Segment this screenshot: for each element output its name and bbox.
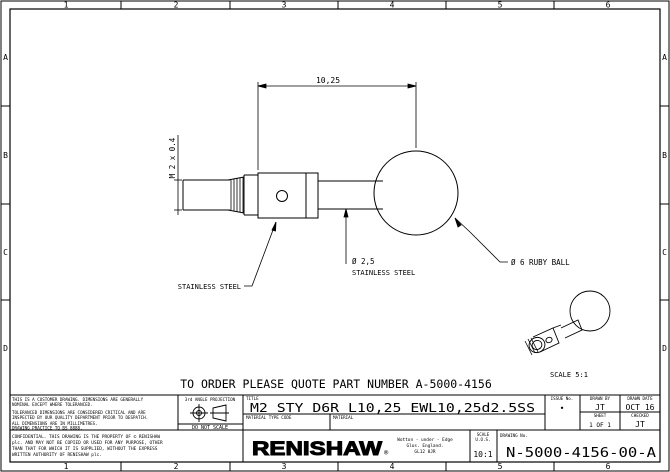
scale-value: 10:1 <box>473 450 492 459</box>
drawn-by-label: DRAWN BY <box>590 396 611 401</box>
col-label-top-2: 2 <box>174 1 179 10</box>
confidential-note-line3: THAN THAT FOR WHICH IT IS SUPPLIED, WITH… <box>12 446 158 452</box>
renishaw-logo: RENISHAW <box>252 439 382 460</box>
drawing-number: N-5000-4156-00-A <box>506 446 656 461</box>
stylus-side-view <box>182 150 459 236</box>
col-label-top-4: 4 <box>390 1 395 10</box>
confidential-note-line1: CONFIDENTIAL. THIS DRAWING IS THE PROPER… <box>12 434 160 440</box>
dimension-lines <box>174 82 508 287</box>
checked-by: JT <box>635 420 645 429</box>
col-label-bottom-6: 6 <box>606 462 611 471</box>
thread-dimension: M 2 x 0.4 <box>168 137 177 178</box>
issue-number-label: ISSUE No. <box>551 396 574 401</box>
ball-note: Ø 6 RUBY BALL <box>511 258 570 267</box>
checked-label: CHECKED <box>631 413 649 418</box>
row-label-left-c: C <box>3 248 8 257</box>
row-label-right-b: B <box>662 151 667 160</box>
row-labels: A B C D A B C D <box>3 53 667 353</box>
col-label-bottom-3: 3 <box>282 462 287 471</box>
issue-number: • <box>560 404 565 413</box>
col-label-top-1: 1 <box>64 1 69 10</box>
col-label-top-5: 5 <box>498 1 503 10</box>
order-note: TO ORDER PLEASE QUOTE PART NUMBER A-5000… <box>180 377 492 391</box>
customer-drawing-note-line1: THIS IS A CUSTOMER DRAWING. DIMENSIONS A… <box>12 397 144 402</box>
registered-mark: ® <box>384 449 389 457</box>
tolerance-note-line1: TOLERANCED DIMENSIONS ARE CONSIDERED CRI… <box>12 410 146 415</box>
row-label-left-b: B <box>3 151 8 160</box>
stem-material-note: STAINLESS STEEL <box>352 269 415 277</box>
col-label-top-3: 3 <box>282 1 287 10</box>
drawn-date: OCT 16 <box>626 403 655 412</box>
title-label: TITLE <box>246 396 259 401</box>
inner-frame <box>9 8 661 463</box>
scale-label-line1: SCALE <box>477 432 490 437</box>
isometric-thread-hatching <box>524 337 539 356</box>
drawing-title: M2 STY D6R L10,25 EWL10,25d2.5SS <box>250 401 535 415</box>
col-label-bottom-2: 2 <box>174 462 179 471</box>
title-block-grid <box>10 394 660 462</box>
units-note-line1: ALL DIMENSIONS ARE IN MILLIMETRES. <box>12 421 98 426</box>
drawn-by: JT <box>595 403 605 412</box>
address-line3: GL12 8JR <box>414 449 436 455</box>
col-label-top-6: 6 <box>606 1 611 10</box>
stylus-isometric-view <box>528 290 611 354</box>
row-label-right-c: C <box>662 248 667 257</box>
row-label-right-a: A <box>662 53 667 62</box>
row-label-left-a: A <box>3 53 8 62</box>
third-angle-projection-symbol <box>190 404 229 422</box>
col-label-bottom-1: 1 <box>64 462 69 471</box>
units-note-line2: DRAWING PRACTICE TO BS 8888. <box>12 426 83 431</box>
do-not-scale-label: DO NOT SCALE <box>192 425 228 431</box>
customer-drawing-note-line2: NOMINAL EXCEPT WHERE TOLERANCED. <box>12 402 93 407</box>
projection-label: 3rd ANGLE PROJECTION <box>185 397 236 402</box>
row-label-left-d: D <box>3 344 8 353</box>
sheet-number: 1 OF 1 <box>589 422 611 429</box>
address-line1: Wotton - under - Edge <box>397 437 453 443</box>
tolerance-note-line2: INSPECTED BY OUR QUALITY DEPARTMENT PRIO… <box>12 415 148 420</box>
col-label-bottom-5: 5 <box>498 462 503 471</box>
confidential-note-line4: WRITTEN AUTHORITY OF RENISHAW plc. <box>12 452 102 458</box>
address-line2: Glos. England. <box>406 443 443 449</box>
thread-hatching <box>230 177 244 213</box>
scale-label-line2: U.O.S. <box>475 437 490 442</box>
length-dimension: 10,25 <box>316 76 340 85</box>
column-labels: 1 2 3 4 5 6 1 2 3 4 5 6 <box>64 1 611 472</box>
body-material-note: STAINLESS STEEL <box>178 283 241 291</box>
material-type-code-label: MATERIAL TYPE CODE <box>246 415 292 420</box>
drawn-date-label: DRAWN DATE <box>627 396 653 401</box>
col-label-bottom-4: 4 <box>390 462 395 471</box>
row-label-right-d: D <box>662 344 667 353</box>
material-label: MATERIAL <box>333 415 354 420</box>
scale-note: SCALE 5:1 <box>550 371 588 379</box>
stem-diameter-note: Ø 2,5 <box>352 257 375 266</box>
confidential-note-line2: plc. AND MAY NOT BE COPIED OR USED FOR A… <box>12 440 163 446</box>
sheet-label: SHEET <box>594 413 607 418</box>
drawing-number-label: DRAWING No. <box>500 433 528 438</box>
